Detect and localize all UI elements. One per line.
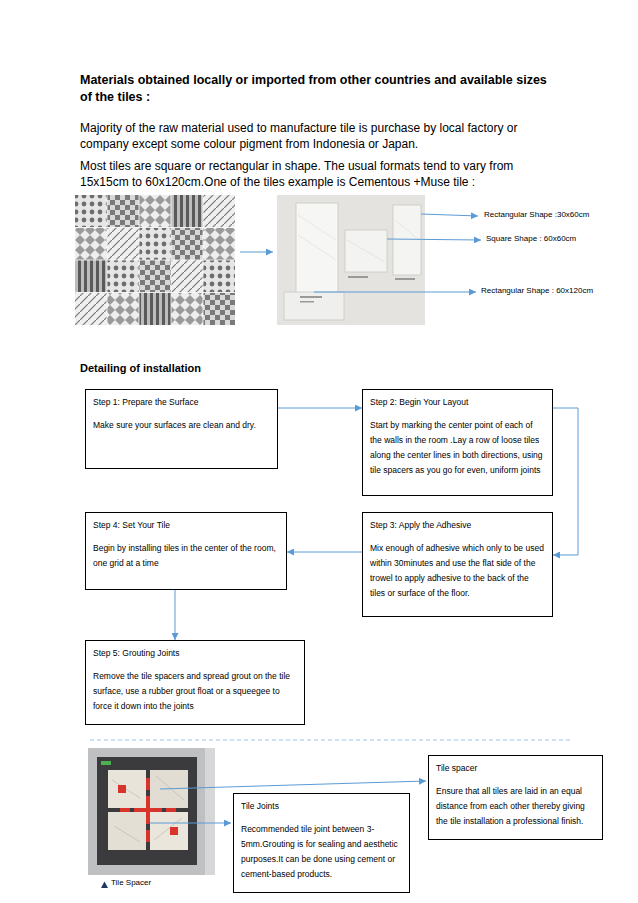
process-box: Step 5: Grouting JointsRemove the tile s… — [85, 640, 305, 725]
box-heading: Step 1: Prepare the Surface — [93, 395, 270, 410]
sample-tiles-photo — [277, 195, 425, 325]
box-text: Make sure your surfaces are clean and dr… — [93, 418, 270, 433]
box-heading: Tile spacer — [436, 761, 595, 776]
flow-arrow — [553, 408, 578, 555]
box-text: Mix enough of adhesive which only to be … — [370, 541, 545, 601]
caption-triangle — [101, 882, 108, 889]
process-box: Step 3: Apply the AdhesiveMix enough of … — [362, 512, 553, 617]
box-heading: Tile Joints — [241, 799, 402, 814]
box-text: Ensure that all tiles are laid in an equ… — [436, 784, 595, 829]
patterned-tiles-photo — [75, 195, 235, 325]
flow-arrow — [175, 590, 176, 640]
page-heading: Materials obtained locally or imported f… — [80, 72, 556, 106]
flow-arrow — [287, 552, 362, 553]
box-heading: Step 3: Apply the Adhesive — [370, 518, 545, 533]
box-text: Recommended tile joint between 3-5mm.Gro… — [241, 822, 402, 882]
leader-lines — [314, 214, 481, 292]
box-heading: Step 4: Set Your Tile — [93, 518, 279, 533]
size-label: Rectangular Shape :30x60cm — [484, 210, 634, 221]
callout-box: Tile JointsRecommended tile joint betwee… — [233, 793, 410, 893]
size-label: Rectangular Shape : 60x120cm — [481, 286, 633, 297]
pointer-arrow — [240, 252, 273, 253]
flow-arrow — [278, 408, 362, 409]
box-heading: Step 5: Grouting Joints — [93, 646, 297, 661]
box-text: Begin by installing tiles in the center … — [93, 541, 279, 571]
box-text: Remove the tile spacers and spread grout… — [93, 669, 297, 714]
body-paragraph: Majority of the raw material used to man… — [80, 120, 556, 152]
box-text: Start by marking the center point of eac… — [370, 418, 545, 478]
process-box: Step 2: Begin Your LayoutStart by markin… — [362, 389, 553, 496]
section-heading: Detailing of installation — [80, 361, 380, 376]
tile-spacer-photo — [88, 748, 215, 875]
dashed-separator — [90, 739, 572, 740]
size-label: Square Shape : 60x60cm — [486, 234, 631, 245]
process-box: Step 1: Prepare the SurfaceMake sure you… — [85, 389, 278, 469]
box-heading: Step 2: Begin Your Layout — [370, 395, 545, 410]
process-box: Step 4: Set Your TileBegin by installing… — [85, 512, 287, 590]
callout-box: Tile spacerEnsure that all tiles are lai… — [428, 755, 603, 840]
photo-caption: Tile Spacer — [111, 878, 231, 889]
body-paragraph: Most tiles are square or rectangular in … — [80, 158, 556, 190]
